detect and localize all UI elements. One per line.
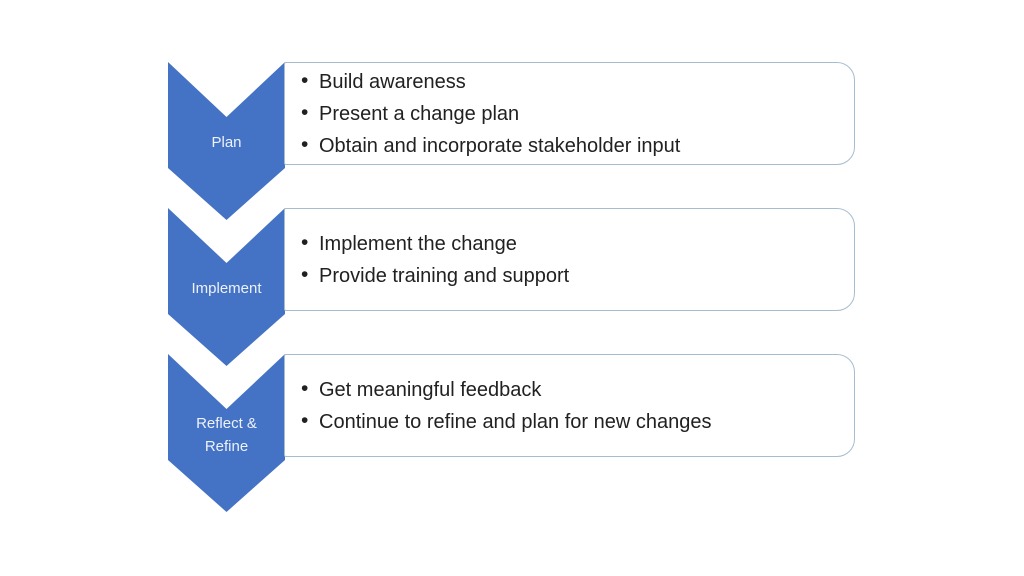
chevron-reflect-refine-label: Reflect & Refine (196, 414, 257, 455)
bullet-item: Continue to refine and plan for new chan… (301, 405, 854, 438)
bullet-item: Provide training and support (301, 259, 854, 292)
plan-bullet-list: Build awareness Present a change plan Ob… (301, 65, 854, 162)
details-box-plan: Build awareness Present a change plan Ob… (284, 62, 855, 165)
reflect-refine-bullet-list: Get meaningful feedback Continue to refi… (301, 373, 854, 438)
chevron-reflect-refine: Reflect & Refine (168, 354, 285, 512)
chevron-plan: Plan (168, 62, 285, 220)
bullet-item: Obtain and incorporate stakeholder input (301, 129, 854, 162)
details-box-reflect-refine: Get meaningful feedback Continue to refi… (284, 354, 855, 457)
implement-bullet-list: Implement the change Provide training an… (301, 227, 854, 292)
chevron-implement-label: Implement (191, 280, 262, 297)
details-box-implement: Implement the change Provide training an… (284, 208, 855, 311)
bullet-item: Get meaningful feedback (301, 373, 854, 406)
chevron-plan-label: Plan (211, 134, 242, 151)
bullet-item: Build awareness (301, 65, 854, 98)
chevron-implement: Implement (168, 208, 285, 366)
bullet-item: Implement the change (301, 227, 854, 260)
bullet-item: Present a change plan (301, 97, 854, 130)
